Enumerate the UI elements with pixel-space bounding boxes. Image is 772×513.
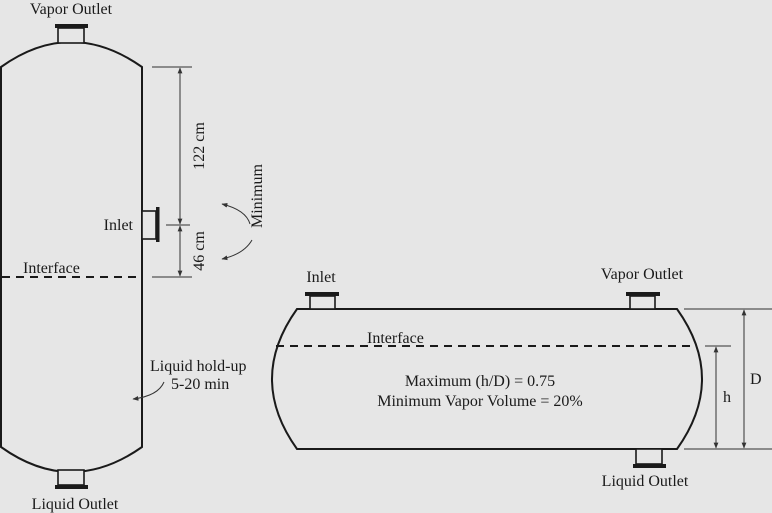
vertical-vapor-outlet-label: Vapor Outlet xyxy=(30,1,113,18)
horizontal-vapor-outlet-label: Vapor Outlet xyxy=(601,266,684,283)
vertical-inlet-nozzle xyxy=(141,210,157,240)
holdup-label-line2: 5-20 min xyxy=(171,376,229,393)
minimum-label: Minimum xyxy=(249,163,266,228)
horizontal-vessel-shell xyxy=(271,308,703,450)
dim-label-46cm: 46 cm xyxy=(191,231,208,271)
holdup-arrow xyxy=(132,381,165,401)
holdup-label-line1: Liquid hold-up xyxy=(150,358,246,375)
spec-max-h-over-D: Maximum (h/D) = 0.75 xyxy=(405,373,555,390)
vertical-inlet-label: Inlet xyxy=(104,217,134,234)
minimum-arrow-upper xyxy=(221,202,251,225)
horizontal-liquid-outlet-label: Liquid Outlet xyxy=(602,473,689,490)
dim-label-122cm: 122 cm xyxy=(191,122,208,170)
horizontal-interface-label: Interface xyxy=(367,330,424,347)
spec-min-vapor-volume: Minimum Vapor Volume = 20% xyxy=(377,393,582,410)
vertical-liquid-outlet-flange xyxy=(55,485,88,489)
horizontal-liquid-outlet-flange xyxy=(633,464,666,468)
horizontal-inlet-flange xyxy=(305,292,339,296)
dim-label-D: D xyxy=(750,371,762,388)
vertical-liquid-outlet-nozzle xyxy=(57,469,85,486)
vertical-interface-label: Interface xyxy=(23,260,80,277)
vertical-vessel-shell xyxy=(0,41,143,473)
dim-label-h: h xyxy=(723,389,731,406)
vertical-vapor-outlet-nozzle xyxy=(57,27,85,44)
minimum-arrow-lower xyxy=(221,239,253,261)
horizontal-inlet-nozzle xyxy=(309,295,336,310)
horizontal-separator: h D Inlet Vapor Outlet Interface Liquid … xyxy=(271,266,772,490)
horizontal-liquid-outlet-nozzle xyxy=(635,448,663,465)
horizontal-inlet-label: Inlet xyxy=(306,269,336,286)
vertical-liquid-outlet-label: Liquid Outlet xyxy=(32,496,119,513)
horizontal-vapor-outlet-nozzle xyxy=(629,295,656,310)
vertical-vapor-outlet-flange xyxy=(55,24,88,28)
vertical-separator: 122 cm 46 cm Minimum Vapor Outlet Inlet … xyxy=(0,1,266,513)
vertical-inlet-flange xyxy=(156,207,160,242)
horizontal-vapor-outlet-flange xyxy=(626,292,660,296)
